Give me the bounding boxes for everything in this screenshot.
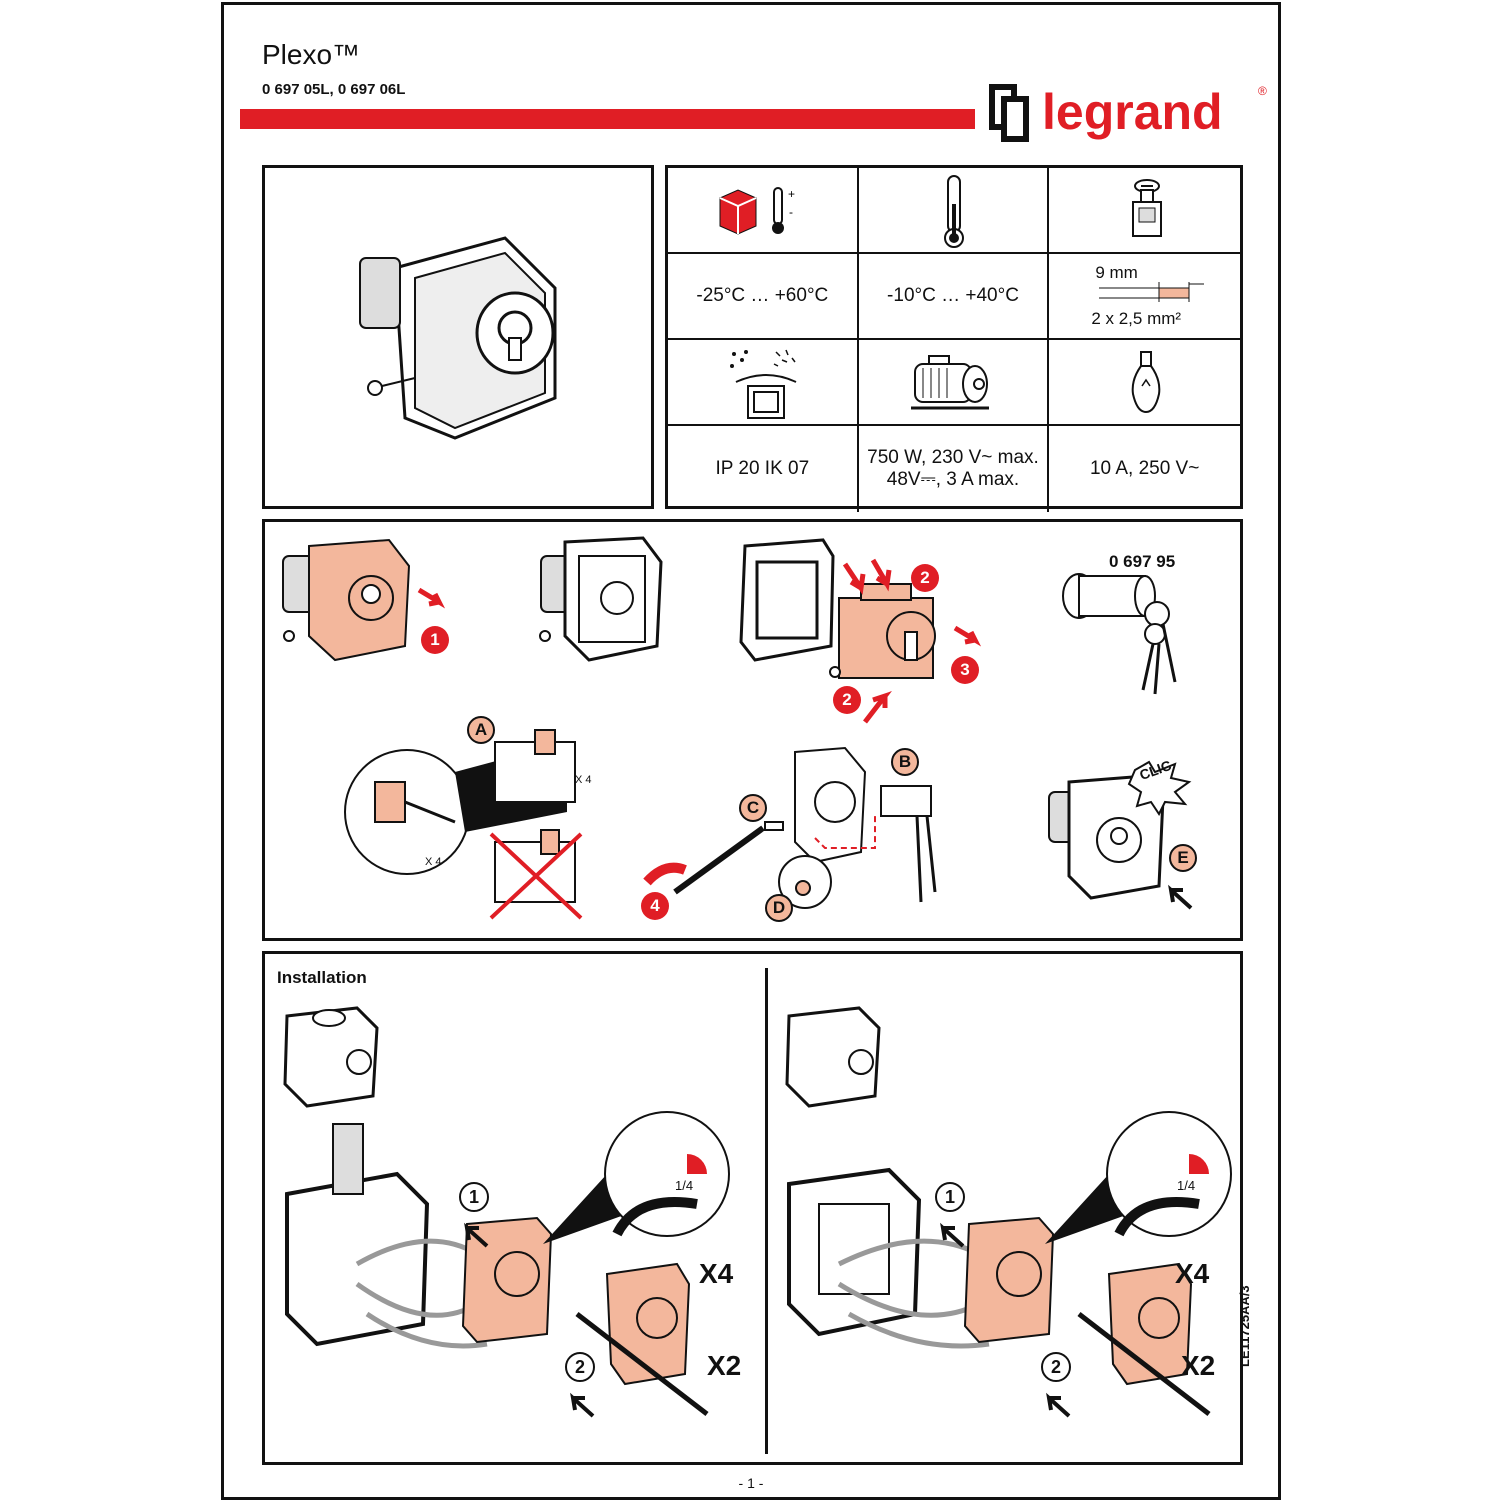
spec-motor-load: 750 W, 230 V~ max.48V⎓, 3 A max. — [859, 426, 1050, 512]
step-b-badge: B — [891, 748, 919, 776]
press-arrows-icon — [842, 558, 892, 595]
arrow-right-icon — [417, 587, 446, 609]
device-clic-illustration — [1048, 760, 1192, 900]
arrow-right-icon — [953, 625, 982, 647]
page-number: - 1 - — [738, 1475, 764, 1491]
spec-storage-temp: -25°C … +60°C — [668, 254, 859, 340]
wire-strip-diagram — [1099, 282, 1205, 302]
registered-mark: ® — [1258, 84, 1267, 98]
legrand-logo: legrand ® — [989, 84, 1267, 142]
spec-terminal-icon-cell — [1049, 168, 1240, 254]
cylinder-insertion-illustration — [643, 746, 937, 909]
product-title: Plexo™ — [262, 39, 361, 70]
arrow-push-icon — [1046, 1392, 1071, 1418]
instruction-sheet: Plexo™ 0 697 05L, 0 697 06L legrand ® — [221, 2, 1281, 1500]
svg-text:+: + — [788, 187, 795, 201]
box-closed-illustration-right — [785, 1006, 881, 1108]
install-left-illustration — [285, 1111, 730, 1416]
arrow-push-icon — [1168, 884, 1193, 910]
step-d-badge: D — [765, 894, 793, 922]
step-3-badge: 3 — [951, 656, 979, 684]
step-c-badge: C — [739, 794, 767, 822]
mechanism-salmon-illustration — [829, 583, 936, 679]
installation-box: Installation 1/4 1 X4 2 X2 — [262, 951, 1243, 1465]
wire-section: 2 x 2,5 mm² — [1091, 309, 1182, 328]
quarter-turn-label-left: 1/4 — [675, 1178, 694, 1193]
lamp-icon — [1132, 351, 1161, 414]
euro-cylinder-keys-illustration — [1062, 573, 1177, 695]
frame-illustration — [739, 538, 835, 662]
installation-label: Installation — [277, 968, 367, 987]
screw-terminal-icon — [1132, 179, 1163, 237]
svg-text:-: - — [789, 205, 793, 219]
x4-label-right: X4 — [1175, 1258, 1210, 1289]
step-4-badge: 4 — [641, 892, 669, 920]
quarter-turn-label-right: 1/4 — [1177, 1178, 1196, 1193]
cylinder-ref: 0 697 95 — [1109, 552, 1176, 571]
arrow-push-icon — [570, 1392, 595, 1418]
strip-length: 9 mm — [1095, 263, 1138, 282]
water-dust-protection-icon — [730, 349, 797, 419]
spec-motor-icon-cell — [858, 340, 1050, 426]
arrow-push-icon — [464, 1222, 489, 1248]
document-code: LE11725AA/3 — [1237, 1285, 1252, 1367]
header-red-bar — [240, 109, 975, 129]
box-closed-illustration — [283, 1006, 379, 1108]
product-image-box — [262, 165, 654, 509]
install-right-illustration — [787, 1111, 1232, 1416]
spec-lamp-icon-cell — [1049, 340, 1240, 426]
step-1-badge: 1 — [421, 626, 449, 654]
step-a-badge: A — [467, 716, 495, 744]
arrow-up-right-icon — [863, 691, 892, 724]
thermometer-icon — [943, 175, 964, 248]
product-refs: 0 697 05L, 0 697 06L — [262, 81, 406, 98]
motor-icon — [910, 355, 989, 410]
step-2-badge-bottom: 2 — [833, 686, 861, 714]
brand-wordmark: legrand — [1042, 84, 1223, 140]
installation-divider — [765, 968, 768, 1454]
device-salmon-illustration — [282, 538, 411, 662]
spec-operating-icon-cell — [858, 168, 1050, 254]
device-open-illustration — [539, 536, 663, 662]
assembly-steps-box: 1 2 3 2 0 697 95 — [262, 519, 1243, 941]
install-step-2-left: 2 — [565, 1352, 595, 1382]
x4-label-a: X 4 — [575, 774, 592, 786]
box-thermometer-icon: +- — [719, 187, 795, 235]
spec-wire: 9 mm 2 x 2,5 mm² — [1049, 254, 1240, 340]
cylinder-detail-illustration — [344, 729, 583, 920]
step-2-badge-top: 2 — [911, 564, 939, 592]
x2-label-left: X2 — [707, 1350, 742, 1381]
x4-label-left: X4 — [699, 1258, 734, 1289]
specs-table: +- -25°C … +60°C -10°C … +40°C 9 mm — [665, 165, 1243, 512]
x2-label-right: X2 — [1181, 1350, 1216, 1381]
lock-switch-illustration — [359, 236, 557, 440]
install-step-1-right: 1 — [935, 1182, 965, 1212]
spec-protection-icon-cell — [668, 340, 859, 426]
x4-label-detail: X 4 — [425, 856, 442, 868]
spec-operating-temp: -10°C … +40°C — [858, 254, 1050, 340]
step-e-badge: E — [1169, 844, 1197, 872]
arrow-push-icon — [940, 1222, 965, 1248]
install-step-2-right: 2 — [1041, 1352, 1071, 1382]
spec-storage-icon-cell: +- — [668, 168, 859, 254]
install-step-1-left: 1 — [459, 1182, 489, 1212]
spec-protection: IP 20 IK 07 — [668, 426, 859, 512]
spec-lamp-load: 10 A, 250 V~ — [1089, 458, 1200, 479]
